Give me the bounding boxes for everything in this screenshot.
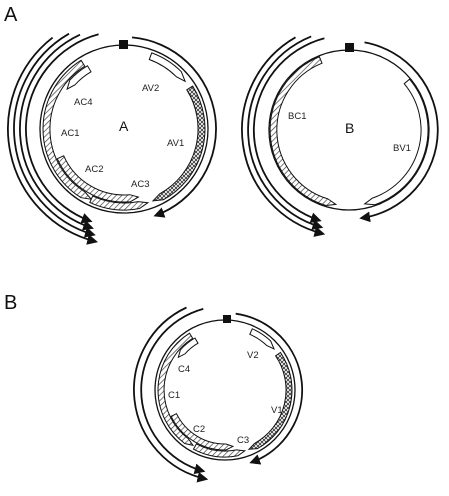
gene-v2 (249, 328, 275, 350)
gene-ac2 (56, 155, 140, 203)
transcript-arc-m-1 (235, 312, 304, 465)
gene-label-c2: C2 (193, 424, 205, 435)
gene-label-bc1: BC1 (288, 111, 306, 122)
gene-c2 (170, 413, 235, 451)
mono-origin-marker (223, 315, 231, 323)
gene-label-v2: V2 (247, 350, 259, 361)
gene-label-ac3: AC3 (131, 179, 149, 190)
transcript-arc-a-2 (25, 33, 99, 224)
transcript-arc-b-4 (241, 36, 326, 237)
gene-label-ac1: AC1 (61, 128, 79, 139)
gene-c4 (177, 337, 199, 359)
gene-bv1 (363, 78, 429, 206)
dna-a-genome: A AV2 AV1 AC4 AC1 AC2 AC3 (7, 32, 217, 245)
transcript-arc-m-3 (133, 306, 209, 483)
gene-label-bv1: BV1 (393, 143, 411, 154)
gene-label-ac2: AC2 (85, 164, 103, 175)
transcript-arc-b-1 (359, 41, 439, 223)
gene-av1 (151, 85, 206, 202)
gene-label-c1: C1 (168, 390, 180, 401)
dna-b-label: B (345, 120, 354, 136)
monopartite-genome: V2 V1 C4 C1 C2 C3 (133, 306, 304, 483)
transcript-arc-a-3 (19, 33, 94, 231)
transcript-arc-m-2 (140, 308, 206, 475)
transcript-arc-a-5 (7, 36, 98, 245)
transcript-arc-b-2 (252, 37, 325, 223)
gene-label-v1: V1 (271, 405, 283, 416)
dna-b-origin-marker (345, 43, 354, 52)
transcript-arc-a-1 (131, 36, 217, 218)
dna-a-label: A (119, 118, 129, 134)
gene-label-c4: C4 (178, 364, 190, 375)
gene-c3 (192, 443, 247, 458)
gene-av2 (148, 52, 187, 83)
gene-ac4 (66, 65, 92, 91)
gene-label-av1: AV1 (167, 138, 184, 149)
gene-label-ac4: AC4 (74, 97, 92, 108)
gene-label-av2: AV2 (142, 83, 159, 94)
gene-v1 (247, 351, 293, 450)
transcript-arc-a-4 (13, 32, 96, 238)
panel-label-top: A (4, 4, 18, 26)
gene-c1 (157, 332, 195, 447)
gene-label-c3: C3 (237, 435, 249, 446)
transcript-arc-b-3 (247, 35, 324, 230)
dna-a-origin-marker (119, 40, 128, 49)
gene-bc1 (269, 56, 338, 207)
gene-ac3 (89, 195, 150, 211)
panel-label-bottom: B (4, 292, 17, 314)
dna-b-genome: B BC1 BV1 (241, 35, 439, 237)
